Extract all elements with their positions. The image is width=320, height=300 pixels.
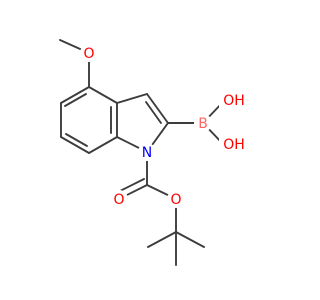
bond-c3a-c4 [88, 86, 118, 104]
label-bg-oh-top [219, 92, 249, 110]
bond-c4-c5-inner [64, 93, 87, 107]
bond-c4-c5 [60, 86, 90, 104]
bond-c7-c7a [88, 136, 118, 154]
atom-label-layer: O N B OH OH O O [80, 44, 249, 208]
atom-label-n1: N [142, 145, 152, 161]
atom-label-oh-top: OH [223, 93, 245, 109]
label-bg-o-carbonyl [110, 190, 128, 208]
label-bg-oh-bottom [219, 136, 249, 154]
label-bg-o-methoxy [80, 44, 98, 62]
bond-c6-c7 [60, 136, 90, 154]
label-bg-n1 [138, 143, 156, 161]
bond-c3-c2 [146, 93, 169, 124]
bond-c3a-c3 [116, 93, 148, 104]
atom-label-b: B [198, 116, 208, 132]
label-bg-o-ester [167, 190, 185, 208]
bond-c6-c7-inner [65, 133, 88, 147]
label-bg-b [194, 114, 212, 132]
atom-label-o-methoxy: O [83, 46, 94, 62]
atom-label-oh-bottom: OH [223, 137, 245, 153]
bond-c3-c2-inner [145, 101, 162, 124]
atom-label-o-ester: O [170, 192, 181, 208]
bond-c-quaternary-methyl-right [175, 231, 205, 248]
bond-c-quaternary-methyl-left [147, 231, 177, 248]
atom-label-o-carbonyl: O [113, 192, 124, 208]
molecule-structure-diagram: O N B OH OH O O [59, 39, 249, 266]
